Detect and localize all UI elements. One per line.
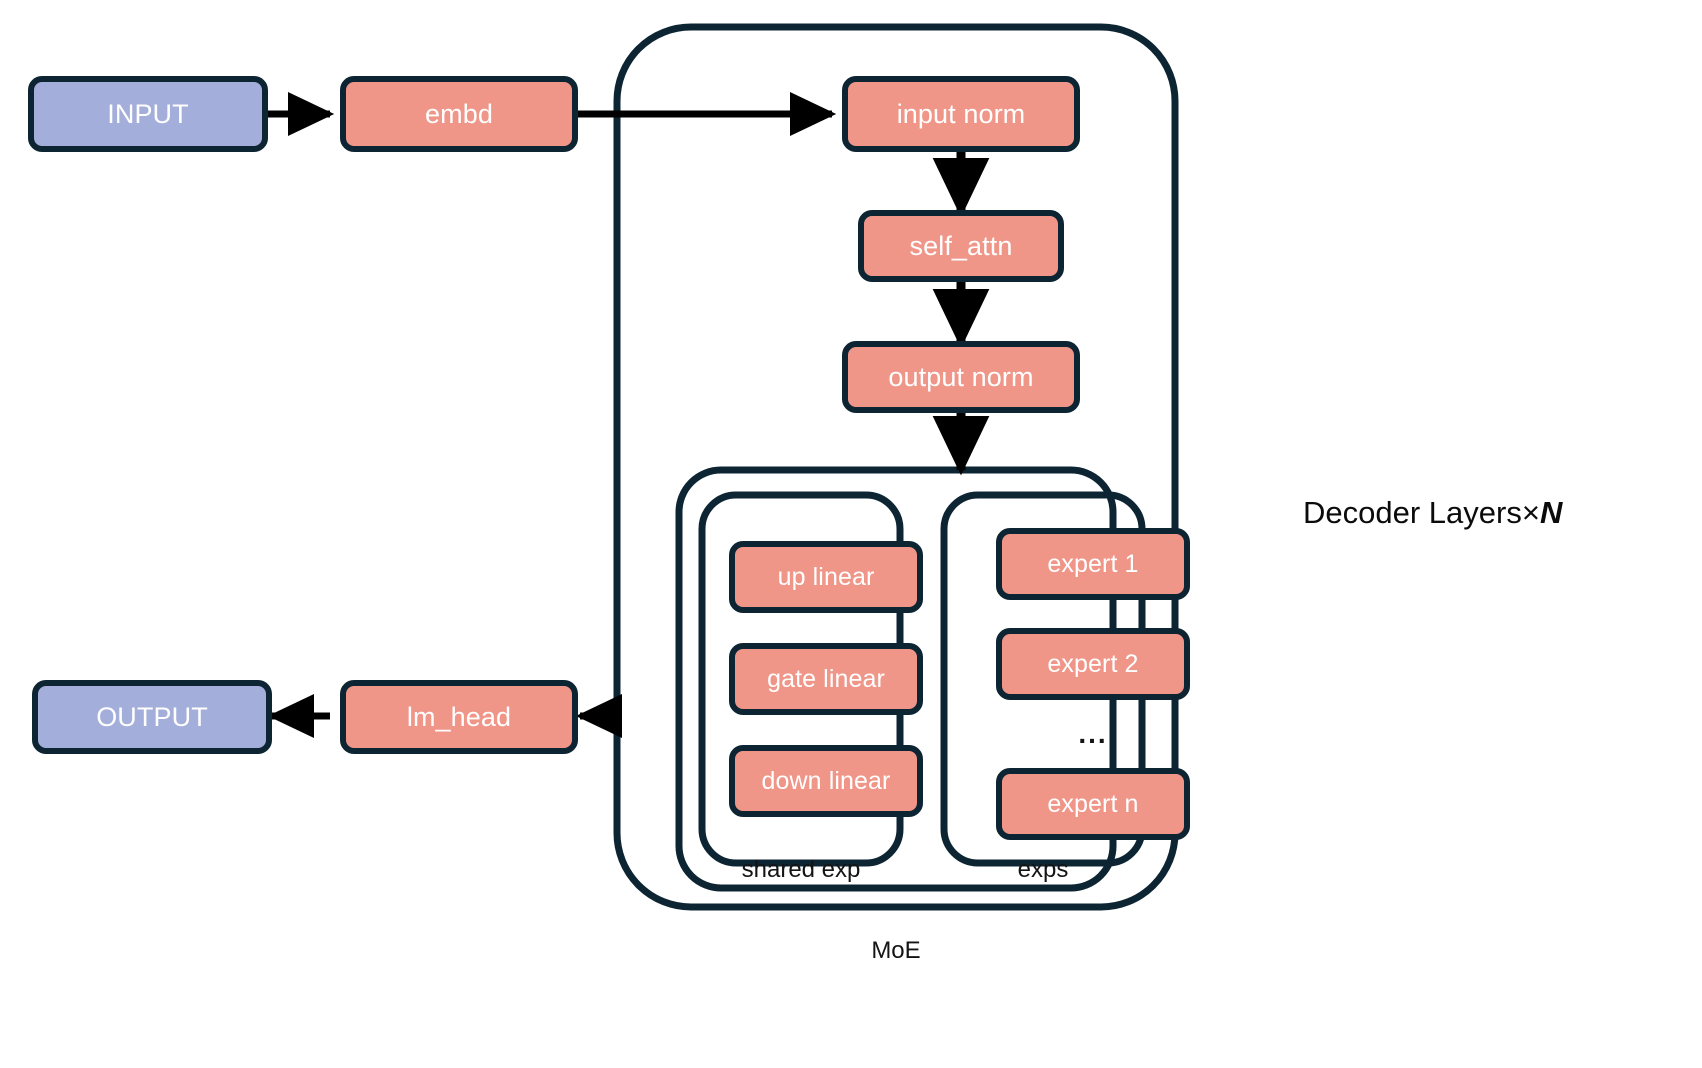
node-down-linear[interactable]: down linear xyxy=(729,745,923,817)
node-expert-1-label: expert 1 xyxy=(1047,549,1139,578)
node-output-norm-label: output norm xyxy=(888,361,1034,392)
shared-expert-group-label: shared exp xyxy=(741,856,861,883)
node-lm-head[interactable]: lm_head xyxy=(340,680,578,754)
node-embd-label: embd xyxy=(425,98,493,129)
node-expert-n-label: expert n xyxy=(1047,789,1139,818)
decoder-layers-label-prefix: Decoder Layers× xyxy=(1303,495,1540,530)
node-up-linear[interactable]: up linear xyxy=(729,541,923,613)
node-embd[interactable]: embd xyxy=(340,76,578,152)
node-self-attn-label: self_attn xyxy=(909,230,1013,261)
node-output-label: OUTPUT xyxy=(96,701,208,732)
node-input-label: INPUT xyxy=(107,98,189,129)
node-lm-head-label: lm_head xyxy=(406,701,512,732)
node-input[interactable]: INPUT xyxy=(28,76,268,152)
decoder-layers-label: Decoder Layers×N xyxy=(1303,495,1562,531)
node-expert-2[interactable]: expert 2 xyxy=(996,628,1190,700)
node-input-norm-label: input norm xyxy=(896,98,1026,129)
decoder-layers-count-variable: N xyxy=(1539,495,1563,530)
node-self-attn[interactable]: self_attn xyxy=(858,210,1064,282)
experts-ellipsis: ... xyxy=(1078,718,1108,749)
experts-group-label: exps xyxy=(1017,856,1069,883)
node-gate-linear-label: gate linear xyxy=(767,664,885,693)
moe-group-label: MoE xyxy=(871,937,921,964)
node-input-norm[interactable]: input norm xyxy=(842,76,1080,152)
node-expert-n[interactable]: expert n xyxy=(996,768,1190,840)
node-expert-2-label: expert 2 xyxy=(1047,649,1139,678)
node-up-linear-label: up linear xyxy=(777,562,875,591)
node-down-linear-label: down linear xyxy=(761,766,891,795)
node-output-norm[interactable]: output norm xyxy=(842,341,1080,413)
node-output[interactable]: OUTPUT xyxy=(32,680,272,754)
decoder-layers-container xyxy=(613,23,1179,911)
node-gate-linear[interactable]: gate linear xyxy=(729,643,923,715)
node-expert-1[interactable]: expert 1 xyxy=(996,528,1190,600)
